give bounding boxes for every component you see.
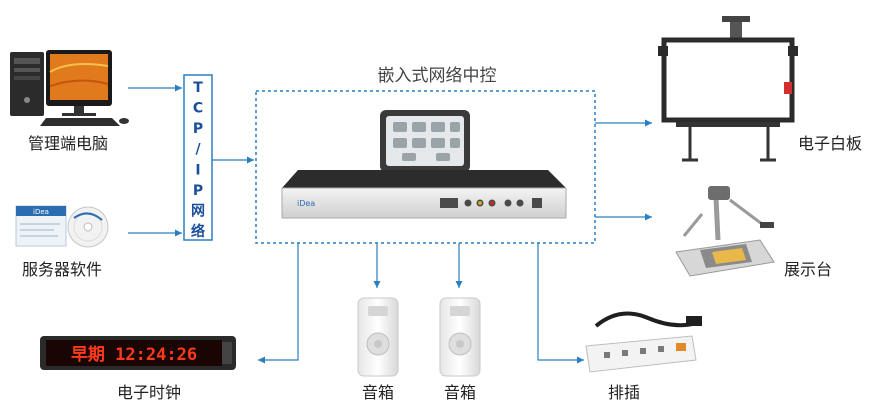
bus-label-char: P (193, 183, 203, 199)
bus-label-char: T (193, 80, 203, 96)
bus-label-char: 网 (191, 203, 205, 219)
whiteboard-label: 电子白板 (798, 134, 862, 153)
bus-label-char: C (193, 101, 203, 117)
pc-label: 管理端电脑 (28, 134, 108, 153)
connector-controller-powerstrip (537, 243, 584, 364)
software-label: 服务器软件 (22, 260, 102, 279)
bus-label-char: / (195, 142, 201, 158)
diagram-title: 嵌入式网络中控 (378, 66, 497, 86)
whiteboard-illustration (658, 16, 798, 162)
controller-illustration: iDea (281, 110, 567, 219)
controller-brand: iDea (297, 199, 315, 208)
speaker1-label: 音箱 (362, 383, 394, 402)
pc-illustration (10, 50, 129, 126)
speaker1-illustration (357, 297, 399, 377)
clock-display: 早期 12:24:26 (71, 345, 197, 365)
powerstrip-label: 排插 (608, 383, 640, 402)
presenter-illustration (675, 186, 775, 277)
connector-controller-clock (258, 243, 299, 364)
clock-label: 电子时钟 (117, 383, 181, 402)
bus-label-char: 络 (191, 223, 205, 240)
software-illustration: iDea (15, 205, 109, 248)
bus-label-char: P (193, 121, 203, 137)
software-brand: iDea (33, 208, 49, 216)
connectors (128, 84, 652, 364)
presenter-label: 展示台 (784, 260, 832, 279)
controller-boundary (255, 90, 596, 244)
powerstrip-illustration (585, 311, 702, 373)
speaker2-label: 音箱 (444, 383, 476, 402)
bus-label-char: I (195, 162, 200, 178)
clock-illustration: 早期 12:24:26 (40, 336, 236, 370)
speaker2-illustration (439, 297, 481, 377)
